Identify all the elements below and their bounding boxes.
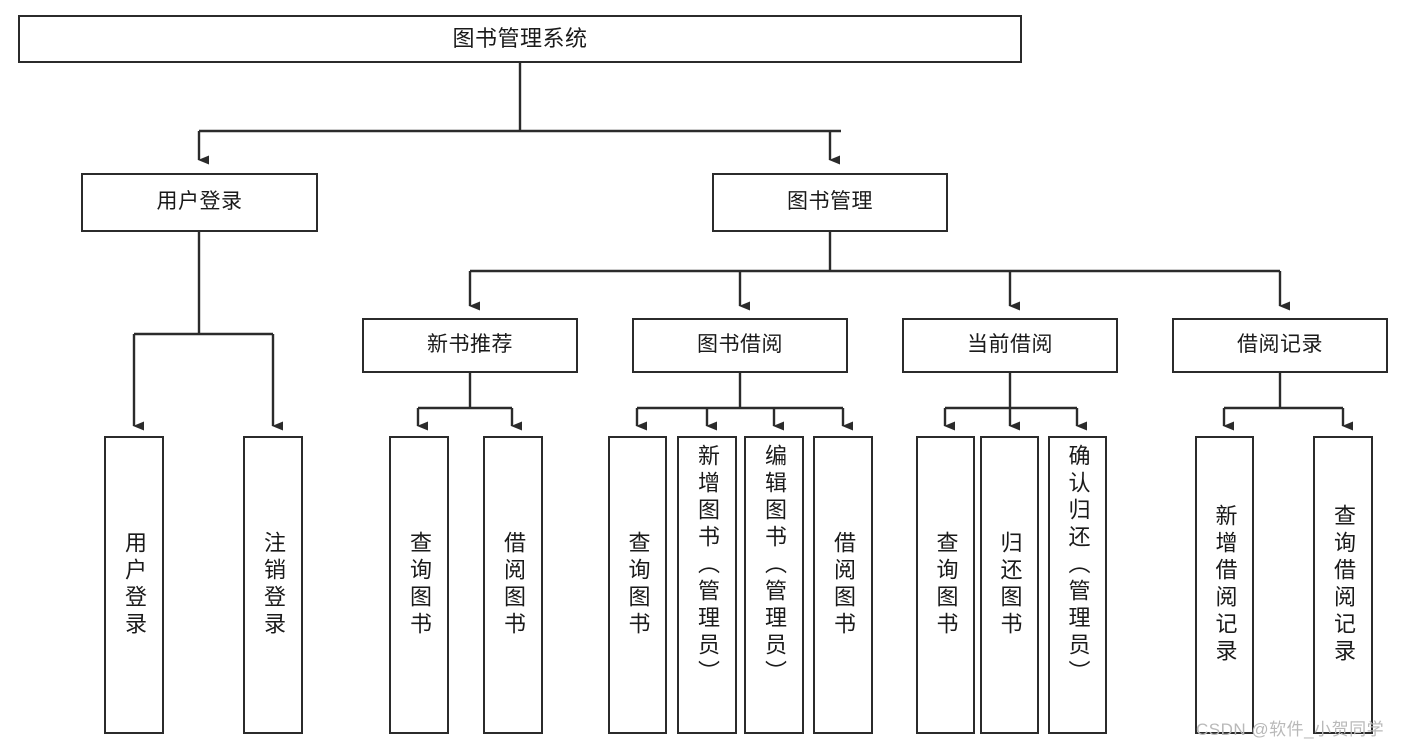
leaf-borrow-edit-book-admin[interactable]: 编辑图书（管理员） <box>744 436 804 734</box>
node-label: 查询借阅记录 <box>1331 504 1356 666</box>
leaf-record-add-record[interactable]: 新增借阅记录 <box>1195 436 1254 734</box>
node-label: 新书推荐 <box>427 333 513 357</box>
node-label: 确认归还（管理员） <box>1065 444 1091 687</box>
leaf-current-query-book[interactable]: 查询图书 <box>916 436 975 734</box>
node-label: 查询图书 <box>933 531 959 639</box>
node-label: 用户登录 <box>122 531 147 639</box>
node-new-book-recommend[interactable]: 新书推荐 <box>362 318 578 373</box>
node-borrow-record[interactable]: 借阅记录 <box>1172 318 1388 373</box>
node-label: 借阅图书 <box>501 531 526 639</box>
node-current-borrow[interactable]: 当前借阅 <box>902 318 1118 373</box>
node-label: 注销登录 <box>261 531 286 639</box>
leaf-current-confirm-return-admin[interactable]: 确认归还（管理员） <box>1048 436 1107 734</box>
node-book-management[interactable]: 图书管理 <box>712 173 948 232</box>
node-label: 新增图书（管理员） <box>695 444 720 687</box>
leaf-user-login-logout[interactable]: 注销登录 <box>243 436 303 734</box>
node-label: 图书管理系统 <box>452 26 588 52</box>
node-label: 归还图书 <box>997 531 1023 639</box>
leaf-current-return-book[interactable]: 归还图书 <box>980 436 1039 734</box>
node-label: 编辑图书（管理员） <box>762 444 787 687</box>
node-label: 用户登录 <box>156 190 243 214</box>
node-label: 查询图书 <box>625 531 651 639</box>
leaf-record-query-record[interactable]: 查询借阅记录 <box>1313 436 1373 734</box>
leaf-borrow-borrow-book[interactable]: 借阅图书 <box>813 436 873 734</box>
node-label: 借阅图书 <box>831 531 856 639</box>
csdn-watermark: CSDN @软件_小贺同学 <box>1196 720 1385 739</box>
leaf-new-book-borrow-book[interactable]: 借阅图书 <box>483 436 543 734</box>
node-root-system[interactable]: 图书管理系统 <box>18 15 1022 63</box>
node-label: 图书管理 <box>787 190 873 214</box>
node-label: 当前借阅 <box>967 333 1053 357</box>
node-user-login[interactable]: 用户登录 <box>81 173 318 232</box>
node-label: 查询图书 <box>407 531 432 639</box>
leaf-user-login-login[interactable]: 用户登录 <box>104 436 164 734</box>
node-label: 新增借阅记录 <box>1212 504 1238 666</box>
leaf-borrow-add-book-admin[interactable]: 新增图书（管理员） <box>677 436 737 734</box>
leaf-new-book-query-book[interactable]: 查询图书 <box>389 436 449 734</box>
node-book-borrow[interactable]: 图书借阅 <box>632 318 848 373</box>
node-label: 借阅记录 <box>1237 333 1323 357</box>
leaf-borrow-query-book[interactable]: 查询图书 <box>608 436 667 734</box>
node-label: 图书借阅 <box>697 333 783 357</box>
